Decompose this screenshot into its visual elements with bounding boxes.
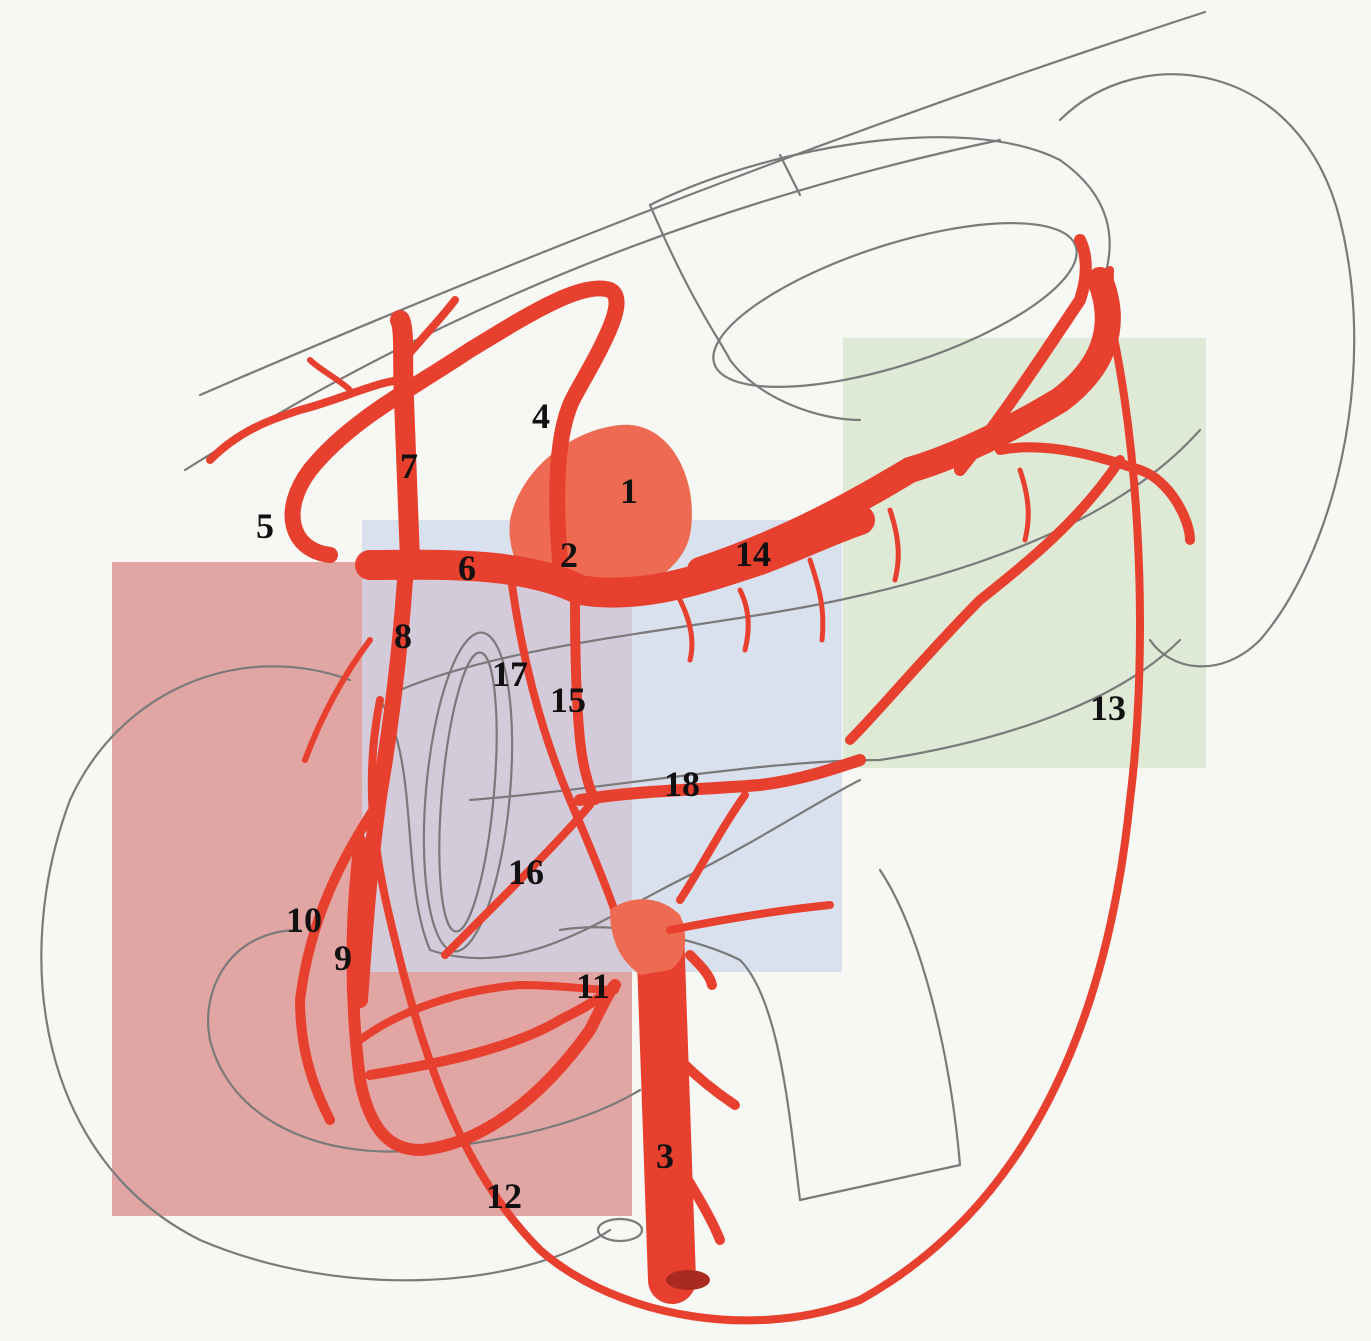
label-17: 17 <box>492 654 528 694</box>
label-13: 13 <box>1090 688 1126 728</box>
label-15: 15 <box>550 680 586 720</box>
label-6: 6 <box>458 548 476 588</box>
aorta-cut-end <box>666 1270 710 1290</box>
stomach-outline <box>650 137 1110 290</box>
label-1: 1 <box>620 471 638 511</box>
aorta <box>660 930 672 1280</box>
stomach-fold <box>780 155 800 195</box>
label-10: 10 <box>286 900 322 940</box>
label-11: 11 <box>576 966 610 1006</box>
label-18: 18 <box>664 764 700 804</box>
label-14: 14 <box>735 534 771 574</box>
label-16: 16 <box>508 852 544 892</box>
label-12: 12 <box>486 1176 522 1216</box>
label-2: 2 <box>560 535 578 575</box>
label-9: 9 <box>334 938 352 978</box>
stomach-body-outline <box>650 205 860 420</box>
label-8: 8 <box>394 616 412 656</box>
label-3: 3 <box>656 1136 674 1176</box>
label-4: 4 <box>532 396 550 436</box>
jejunum-cut <box>598 1219 642 1241</box>
label-5: 5 <box>256 506 274 546</box>
label-7: 7 <box>400 446 418 486</box>
